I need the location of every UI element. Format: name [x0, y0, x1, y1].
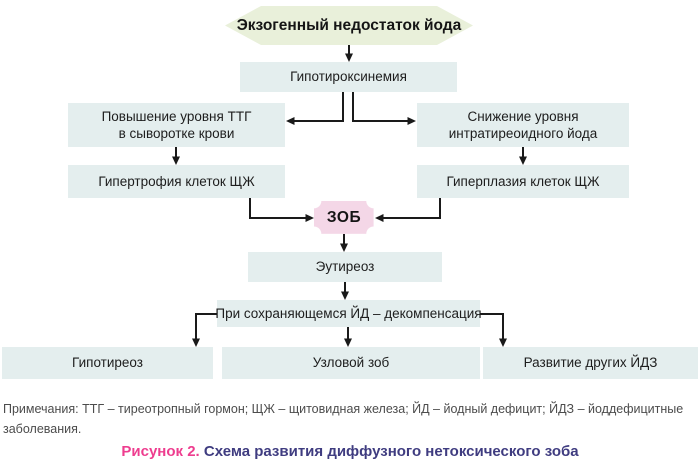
- node-nodular-goiter: Узловой зоб: [222, 347, 480, 379]
- node-goiter: ЗОБ: [314, 201, 374, 234]
- node-hypertrophy: Гипертрофия клеток ЩЖ: [68, 165, 285, 198]
- node-label-line1: Повышение уровня ТТГ: [101, 108, 252, 124]
- node-euthyroidism: Эутиреоз: [248, 252, 442, 282]
- node-label-line2: интратиреоидного йода: [448, 126, 598, 141]
- node-other-idd: Развитие других ЙДЗ: [483, 347, 698, 379]
- node-hypothyroxinemia: Гипотироксинемия: [240, 62, 457, 92]
- node-label: Узловой зоб: [312, 355, 390, 371]
- node-intrathyroid-iodine-decrease: Снижение уровня интратиреоидного йода: [417, 103, 629, 147]
- footnote-line2: заболевания.: [3, 421, 82, 436]
- node-label: Эутиреоз: [315, 259, 375, 275]
- figure-caption: Рисунок 2. Схема развития диффузного нет…: [0, 443, 700, 460]
- node-label: Гипертрофия клеток ЩЖ: [98, 173, 255, 189]
- caption-number: Рисунок 2.: [121, 443, 200, 460]
- node-label: Гиперплазия клеток ЩЖ: [446, 173, 600, 189]
- node-label-line2: в сыворотке крови: [118, 126, 235, 141]
- node-decompensation: При сохраняющемся ЙД – декомпенсация: [215, 300, 482, 327]
- node-label: Гипотиреоз: [72, 355, 143, 371]
- node-tsh-increase: Повышение уровня ТТГ в сыворотке крови: [68, 103, 285, 147]
- node-label: Развитие других ЙДЗ: [523, 355, 658, 371]
- node-label: Гипотироксинемия: [290, 69, 407, 85]
- caption-title: Схема развития диффузного нетоксического…: [199, 443, 579, 460]
- node-hypothyroidism: Гипотиреоз: [2, 347, 213, 379]
- node-exogenous-iodine-deficiency: Экзогенный недостаток йода: [225, 6, 473, 45]
- node-hyperplasia: Гиперплазия клеток ЩЖ: [417, 165, 629, 198]
- node-label: При сохраняющемся ЙД – декомпенсация: [215, 305, 482, 321]
- node-label: Экзогенный недостаток йода: [236, 16, 462, 34]
- footnotes: Примечания: ТТГ – тиреотропный гормон; Щ…: [3, 400, 697, 440]
- footnote-line1: Примечания: ТТГ – тиреотропный гормон; Щ…: [3, 402, 684, 416]
- node-label: ЗОБ: [326, 208, 362, 226]
- node-label-line1: Снижение уровня: [467, 108, 579, 124]
